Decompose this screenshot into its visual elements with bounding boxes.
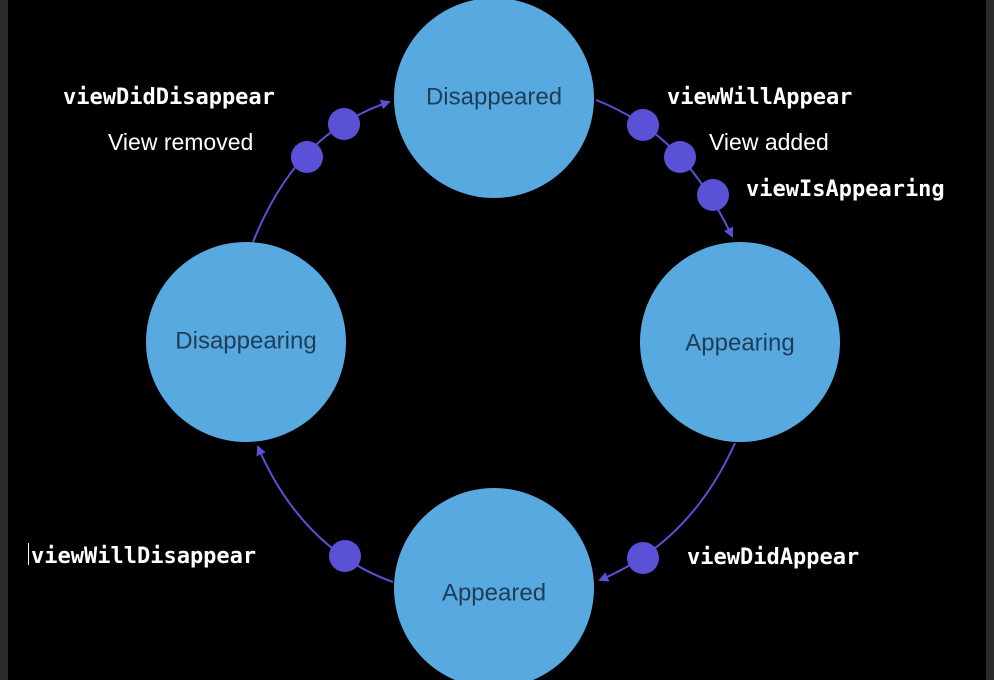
event-dot-view-added bbox=[664, 141, 696, 173]
event-dot-view-removed bbox=[291, 141, 323, 173]
event-dot-view-is-appearing bbox=[697, 179, 729, 211]
state-label-disappeared: Disappeared bbox=[426, 83, 562, 110]
label-view-will-disappear: viewWillDisappear bbox=[31, 544, 256, 569]
event-dot-view-will-appear bbox=[627, 109, 659, 141]
state-label-disappearing: Disappearing bbox=[175, 327, 316, 354]
label-view-removed: View removed bbox=[108, 129, 253, 155]
transition-appearing-to-appeared bbox=[598, 442, 736, 582]
state-appearing: Appearing bbox=[640, 242, 840, 442]
state-appeared: Appeared bbox=[394, 488, 594, 680]
left-edge-strip bbox=[0, 0, 8, 680]
transition-disappeared-to-appearing bbox=[595, 99, 734, 238]
state-label-appeared: Appeared bbox=[442, 579, 546, 606]
label-view-added: View added bbox=[709, 129, 829, 155]
right-edge-strip bbox=[986, 0, 994, 680]
event-dot-view-will-disappear bbox=[329, 540, 361, 572]
text-cursor-mark bbox=[28, 543, 29, 565]
transition-appeared-to-disappearing bbox=[256, 445, 394, 583]
state-label-appearing: Appearing bbox=[685, 329, 794, 356]
event-dot-view-did-appear bbox=[627, 542, 659, 574]
label-view-will-appear: viewWillAppear bbox=[667, 85, 852, 110]
event-dot-view-did-disappear bbox=[328, 108, 360, 140]
state-disappeared: Disappeared bbox=[394, 0, 594, 198]
transition-disappearing-to-disappeared bbox=[252, 99, 391, 243]
label-view-did-disappear: viewDidDisappear bbox=[63, 85, 275, 110]
label-view-is-appearing: viewIsAppearing bbox=[746, 177, 945, 202]
label-view-did-appear: viewDidAppear bbox=[687, 545, 859, 570]
state-disappearing: Disappearing bbox=[146, 242, 346, 442]
